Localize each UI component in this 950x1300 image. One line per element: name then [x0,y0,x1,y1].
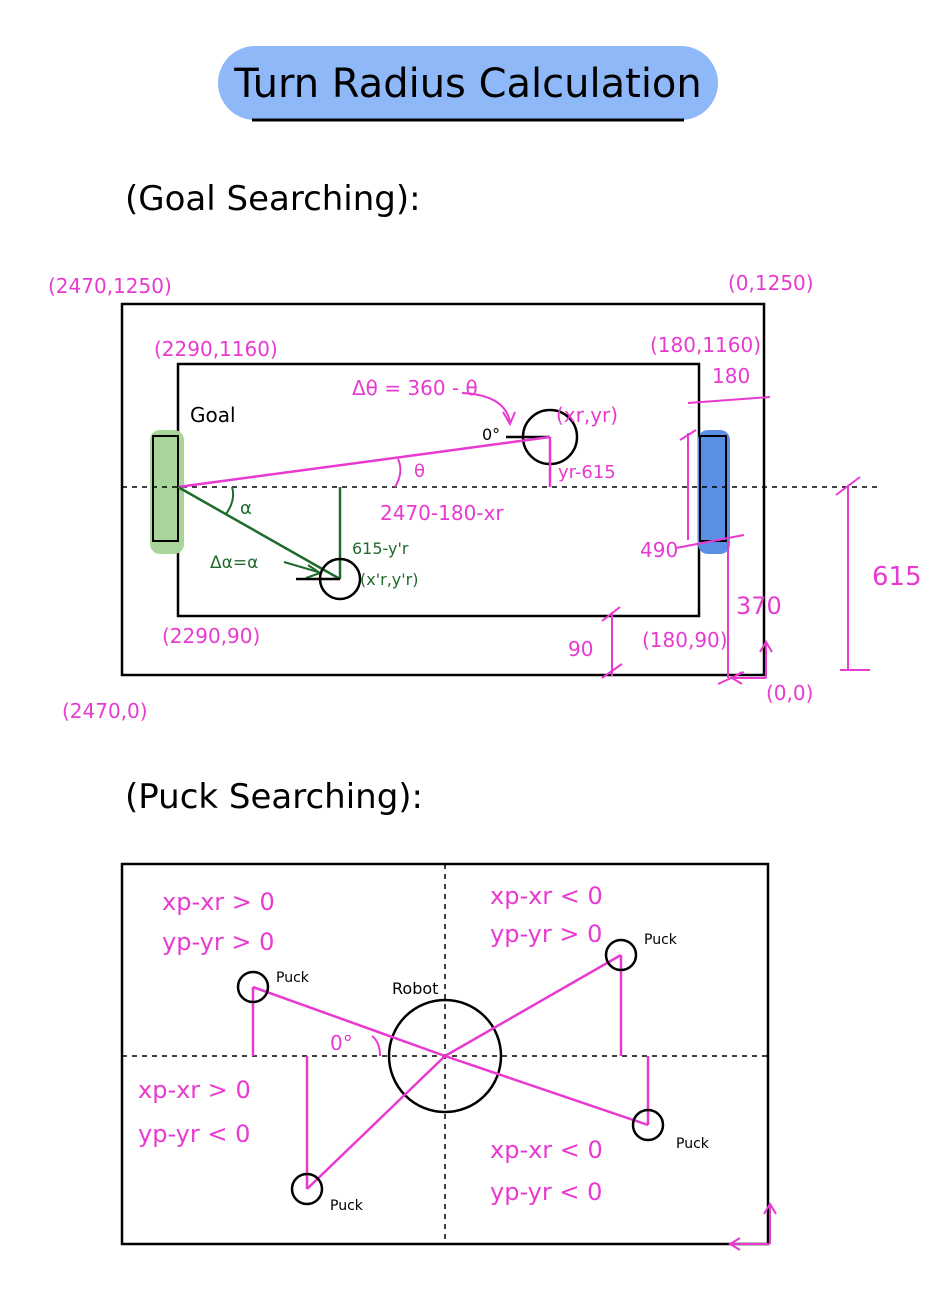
label-outer-bottom-left: (2470,0) [62,699,148,723]
q-top-left-line-2: yp-yr > 0 [162,928,274,956]
delta-alpha-arrow [283,561,319,573]
puck-origin-y-arrowhead [763,1202,777,1215]
puck-top-left-label: Puck [276,970,310,986]
puck-heading: (Puck Searching): [125,777,423,817]
q-bottom-right-line-2: yp-yr < 0 [490,1178,602,1206]
puck-bottom-right [631,1108,665,1142]
goal-to-robot-1-line [177,435,551,489]
goal-green-highlight [150,430,184,554]
robot-label: Robot [392,979,438,998]
puck-bottom-left [290,1172,324,1206]
robot-1-y-offset: yr-615 [558,462,616,483]
dim-490-label: 490 [640,538,678,562]
theta-arc [394,458,402,488]
q-bottom-left-line-2: yp-yr < 0 [138,1120,250,1148]
puck-bottom-left-label: Puck [330,1198,364,1214]
puck-top-right [604,938,638,972]
q-bottom-right-line-1: xp-xr < 0 [490,1136,603,1164]
q-top-left-line-1: xp-xr > 0 [162,888,275,916]
dim-370-label: 370 [736,592,782,620]
robot-1-zero-deg: 0° [482,425,500,444]
label-outer-bottom-right: (0,0) [766,681,813,705]
page-title: Turn Radius Calculation [233,61,702,107]
goal-blue-highlight [698,430,730,554]
dim-490-tick-bottom [675,534,745,549]
puck-origin-x-arrowhead [728,1237,741,1251]
origin-y-arrowhead [759,640,773,653]
label-inner-bottom-left: (2290,90) [162,624,260,648]
q-top-right-line-1: xp-xr < 0 [490,882,603,910]
dim-90-label: 90 [568,637,593,661]
goal-to-robot-2-line [177,485,341,581]
q-top-right-line-2: yp-yr > 0 [490,920,602,948]
alpha-arc [225,486,235,515]
label-outer-top-left: (2470,1250) [48,274,172,298]
robot-2-coords: (x'r,y'r) [360,570,418,589]
dim-90-tick-bottom [601,663,623,679]
theta-label: θ [414,461,425,482]
dim-90-tick-top [601,606,621,622]
x-offset-label: 2470-180-xr [380,501,504,525]
dim-615-tick-top [835,476,861,496]
robot-1-coords: (xr,yr) [556,403,618,427]
label-inner-bottom-right: (180,90) [642,628,728,652]
dim-180-line [687,396,771,404]
puck-zero-arc [371,1035,381,1057]
delta-alpha-label: Δα=α [210,553,258,573]
puck-top-right-label: Puck [644,932,678,948]
delta-theta-label: Δθ = 360 - θ [352,376,478,400]
puck-top-left [236,970,270,1004]
goal-label: Goal [190,403,236,427]
puck-zero-deg: 0° [330,1031,353,1055]
origin-x-arrowhead [730,671,743,685]
inner-field [176,362,701,618]
outer-field [120,302,766,677]
robot-2-y-offset: 615-y'r [352,539,409,558]
title-banner [218,46,718,120]
dim-615-label: 615 [872,562,922,592]
dim-490-tick-top [679,429,697,441]
dim-180-label: 180 [712,364,750,388]
label-outer-top-right: (0,1250) [728,271,814,295]
goal-heading: (Goal Searching): [125,179,421,219]
goal-left-box [152,435,179,542]
label-inner-top-left: (2290,1160) [154,337,278,361]
delta-theta-arrowhead [502,411,516,427]
puck-bottom-right-label: Puck [676,1136,710,1152]
line-to-puck-top-right [444,953,622,1058]
q-bottom-left-line-1: xp-xr > 0 [138,1076,251,1104]
line-to-puck-top-left [252,985,446,1058]
puck-robot-circle [387,998,503,1114]
label-inner-top-right: (180,1160) [650,333,761,357]
alpha-label: α [240,498,252,519]
line-to-puck-bottom-left [306,1055,446,1190]
delta-theta-arrow [461,392,511,423]
line-to-puck-bottom-right [444,1054,649,1127]
